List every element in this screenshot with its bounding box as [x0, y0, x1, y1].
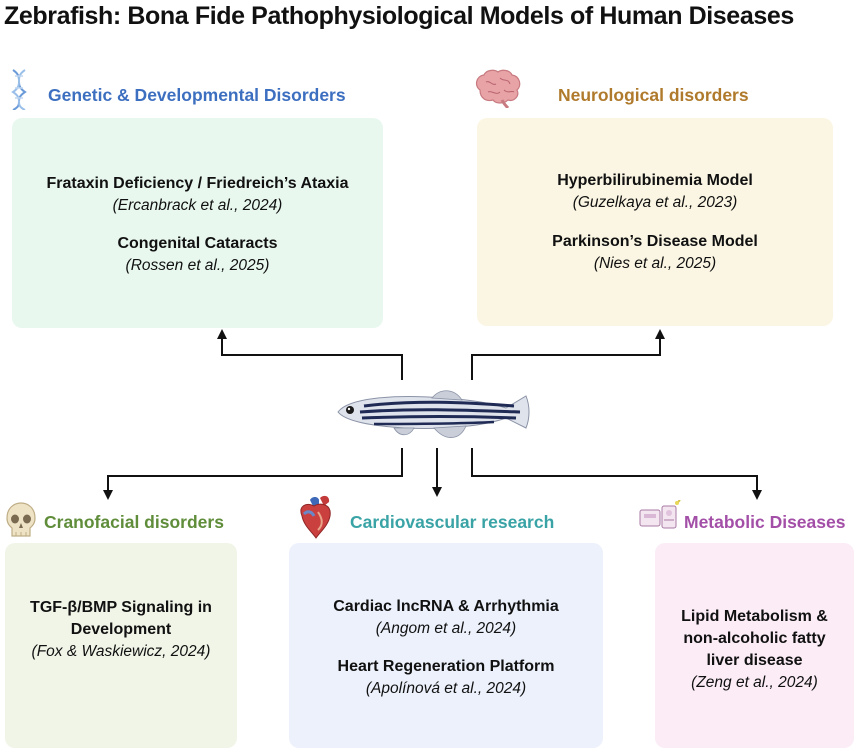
entry-title: Frataxin Deficiency / Friedreich’s Ataxi…	[46, 175, 349, 192]
genetic-entry: Frataxin Deficiency / Friedreich’s Ataxi…	[12, 173, 383, 217]
genetic-header: Genetic & Developmental Disorders	[48, 85, 346, 105]
entry-citation: (Guzelkaya et al., 2023)	[572, 194, 738, 211]
entry-citation: (Zeng et al., 2024)	[691, 674, 818, 691]
neuro-entry: Parkinson’s Disease Model (Nies et al., …	[477, 231, 833, 275]
metabolic-box: Lipid Metabolism & non-alcoholic fatty l…	[655, 543, 854, 748]
neuro-header: Neurological disorders	[558, 85, 749, 105]
entry-title: Congenital Cataracts	[117, 235, 278, 252]
entry-title: Parkinson’s Disease Model	[552, 233, 758, 250]
entry-title-line: non-alcoholic fatty	[683, 630, 826, 647]
arrow-to-cranio	[103, 448, 403, 500]
cardio-entry: Cardiac lncRNA & Arrhythmia (Angom et al…	[289, 596, 603, 640]
entry-title-line: Development	[70, 621, 172, 638]
brain-icon	[472, 68, 524, 113]
entry-title: Cardiac lncRNA & Arrhythmia	[333, 598, 559, 615]
entry-citation: (Nies et al., 2025)	[593, 255, 717, 272]
entry-citation: (Angom et al., 2024)	[375, 620, 517, 637]
heart-icon	[296, 494, 336, 545]
entry-title-line: TGF-β/BMP Signaling in	[30, 599, 212, 616]
entry-title-line: liver disease	[706, 652, 803, 669]
metabolic-header: Metabolic Diseases	[684, 512, 846, 532]
arrow-to-neuro	[471, 329, 665, 380]
cardio-box: Cardiac lncRNA & Arrhythmia (Angom et al…	[289, 543, 603, 748]
arrow-to-metabolic	[471, 448, 762, 500]
arrow-to-genetic	[217, 329, 403, 380]
cranio-box: TGF-β/BMP Signaling in Development (Fox …	[5, 543, 237, 748]
cardio-entry: Heart Regeneration Platform (Apolínová e…	[289, 656, 603, 700]
neuro-entry: Hyperbilirubinemia Model (Guzelkaya et a…	[477, 170, 833, 214]
entry-citation: (Fox & Waskiewicz, 2024)	[31, 643, 211, 660]
entry-title: Hyperbilirubinemia Model	[557, 172, 753, 189]
cardio-header: Cardiovascular research	[350, 512, 555, 532]
genetic-box: Frataxin Deficiency / Friedreich’s Ataxi…	[12, 118, 383, 328]
neuro-box: Hyperbilirubinemia Model (Guzelkaya et a…	[477, 118, 833, 326]
genetic-entry: Congenital Cataracts (Rossen et al., 202…	[12, 233, 383, 277]
entry-title-line: Lipid Metabolism &	[681, 608, 828, 625]
cranio-header: Cranofacial disorders	[44, 512, 224, 532]
cranio-entry: TGF-β/BMP Signaling in Development (Fox …	[5, 597, 237, 663]
zebrafish-icon	[334, 384, 534, 449]
entry-title: Heart Regeneration Platform	[337, 658, 555, 675]
entry-citation: (Rossen et al., 2025)	[125, 257, 270, 274]
lab-equipment-icon	[638, 499, 682, 539]
diagram-title: Zebrafish: Bona Fide Pathophysiological …	[4, 2, 794, 30]
skull-icon	[4, 502, 38, 545]
entry-citation: (Apolínová et al., 2024)	[365, 680, 527, 697]
metabolic-entry: Lipid Metabolism & non-alcoholic fatty l…	[655, 606, 854, 694]
dna-icon	[10, 68, 28, 115]
entry-citation: (Ercanbrack et al., 2024)	[112, 197, 283, 214]
